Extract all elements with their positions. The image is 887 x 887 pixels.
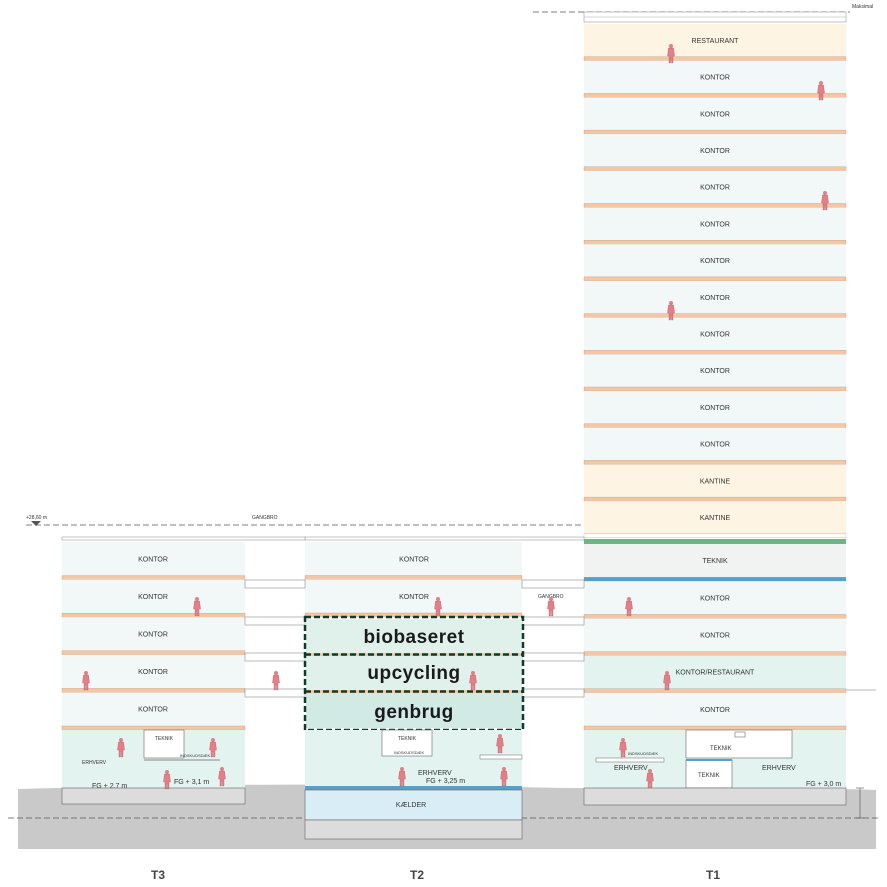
t1-floor-13: KONTOR [583,60,847,98]
gangbro-side-label: GANGBRO [538,594,564,600]
gangbro-top-label: GANGBRO [252,515,278,521]
elevation-label: +28,60 m [26,515,47,521]
t2-floor-1: KONTOR [304,579,523,618]
highlight-label-genbrug: genbrug [374,702,454,723]
t1-floor-11: KONTOR [583,134,847,171]
t1-lower-floor-2-label: KONTOR [700,633,730,640]
t1-teknik-upper-label: TEKNIK [710,746,732,752]
t3-floor-1-label: KONTOR [138,594,168,601]
t1-floor-10: KONTOR [583,170,847,208]
t2-floor-0: KONTOR [304,542,523,580]
t1-floor-7-label: KONTOR [700,295,730,302]
t2-erhverv-label: ERHVERV [418,770,452,777]
t1-indskudsdaek-label: INDSKUDSDÆK [628,751,659,756]
t3-floor-4-label: KONTOR [138,707,168,714]
t3-floor-0-label: KONTOR [138,556,168,563]
t1-floor-9-label: KONTOR [700,221,730,228]
t2-ground: TEKNIK INDSKUDSDÆK ERHVERV FG + 3,25 m K… [304,729,523,840]
t1-lower-floor-1-label: KONTOR [700,595,730,602]
t3-floor-1: KONTOR [61,579,246,618]
highlight-label-upcycling: upcycling [367,663,460,684]
t1-floor-14: RESTAURANT [583,24,847,61]
t1-floor-3-label: KONTOR [700,442,730,449]
t1-floor-1-label: KANTINE [700,515,731,522]
t2-floor-1-label: KONTOR [399,594,429,601]
t1-floor-8: KONTOR [583,244,847,282]
t1-floor-4-label: KONTOR [700,405,730,412]
t1-lower-floor-1: KONTOR [583,581,847,619]
elevation-marker-icon [31,521,41,526]
t1-floor-2: KANTINE [583,464,847,502]
t1-floor-6-label: KONTOR [700,331,730,338]
t1-lower-floor-0-label: TEKNIK [702,558,728,565]
max-height-label: Maksimal [852,4,873,10]
t3-indskudsdaek-label: INDSKUDSDÆK [180,753,211,758]
tower-label-t3: T3 [151,868,165,882]
t3-erhverv-label: ERHVERV [82,760,107,766]
t1-erhverv-left-label: ERHVERV [614,765,648,772]
t1-floor-1: KANTINE [583,501,847,538]
t1-floor-11-label: KONTOR [700,148,730,155]
t1-floor-3: KONTOR [583,427,847,465]
t3-floor-2: KONTOR [61,617,246,655]
t1-floor-2-label: KANTINE [700,478,731,485]
t1-floor-6: KONTOR [583,317,847,355]
t1-floor-10-label: KONTOR [700,185,730,192]
t3-floor-0: KONTOR [61,542,246,580]
t1-erhverv-right-label: ERHVERV [762,765,796,772]
t1-floor-8-label: KONTOR [700,258,730,265]
t1-fg-label: FG + 3,0 m [806,781,841,788]
tower-t1: RESTAURANT KONTOR KONTOR KONTOR KONTOR KONTOR… [583,11,847,731]
t1-lower-floor-3-label: KONTOR/RESTAURANT [676,670,755,677]
t2-fg-label: FG + 3,25 m [426,778,465,785]
t3-fg-b-label: FG + 3,1 m [174,779,209,786]
t1-floor-12: KONTOR [583,97,847,135]
highlight-label-biobaseret: biobaseret [363,627,464,648]
t1-floor-12-label: KONTOR [700,111,730,118]
tower-label-t1: T1 [706,868,720,882]
t3-floor-3: KONTOR [61,654,246,693]
t3-ground: TEKNIK INDSKUDSDÆK ERHVERV FG + 2,7 m FG… [61,729,246,805]
t3-floor-2-label: KONTOR [138,632,168,639]
t1-floor-14-label: RESTAURANT [692,38,740,45]
t1-floor-4: KONTOR [583,391,847,428]
t2-floor-0-label: KONTOR [399,556,429,563]
tower-t2: KONTOR KONTOR [61,536,585,618]
t1-lower-floor-2: KONTOR [583,618,847,656]
t1-floor-5: KONTOR [583,354,847,392]
t2-teknik-label: TEKNIK [398,736,417,742]
kaelder-label: KÆLDER [396,802,426,809]
t1-lower-floor-4: KONTOR [583,692,847,731]
t3-floor-4: KONTOR [61,692,246,731]
t1-floor-13-label: KONTOR [700,75,730,82]
t1-lower-floor-3: KONTOR/RESTAURANT [583,655,847,693]
t2-indskudsdaek-label: INDSKUDSDÆK [394,750,425,755]
t3-teknik-label: TEKNIK [155,736,174,742]
t3-fg-a-label: FG + 2,7 m [92,783,127,790]
t1-lower-floor-4-label: KONTOR [700,707,730,714]
t1-ground: TEKNIK TEKNIK INDSKUDSDÆK ERHVERV ERHVER… [583,729,864,819]
highlight-block: biobaseret upcycling genbrug [303,615,525,732]
t1-floor-7: KONTOR [583,280,847,318]
bridges [244,579,876,698]
tower-t3: KONTOR KONTOR KONTOR KONTOR KONTOR [61,542,246,731]
t1-floor-9: KONTOR [583,207,847,245]
t1-teknik-lower-label: TEKNIK [698,773,720,779]
highlight-border [303,615,525,732]
tower-label-t2: T2 [410,868,424,882]
t3-floor-3-label: KONTOR [138,669,168,676]
t1-lower-floor-0: TEKNIK [583,544,847,582]
t1-floor-5-label: KONTOR [700,368,730,375]
